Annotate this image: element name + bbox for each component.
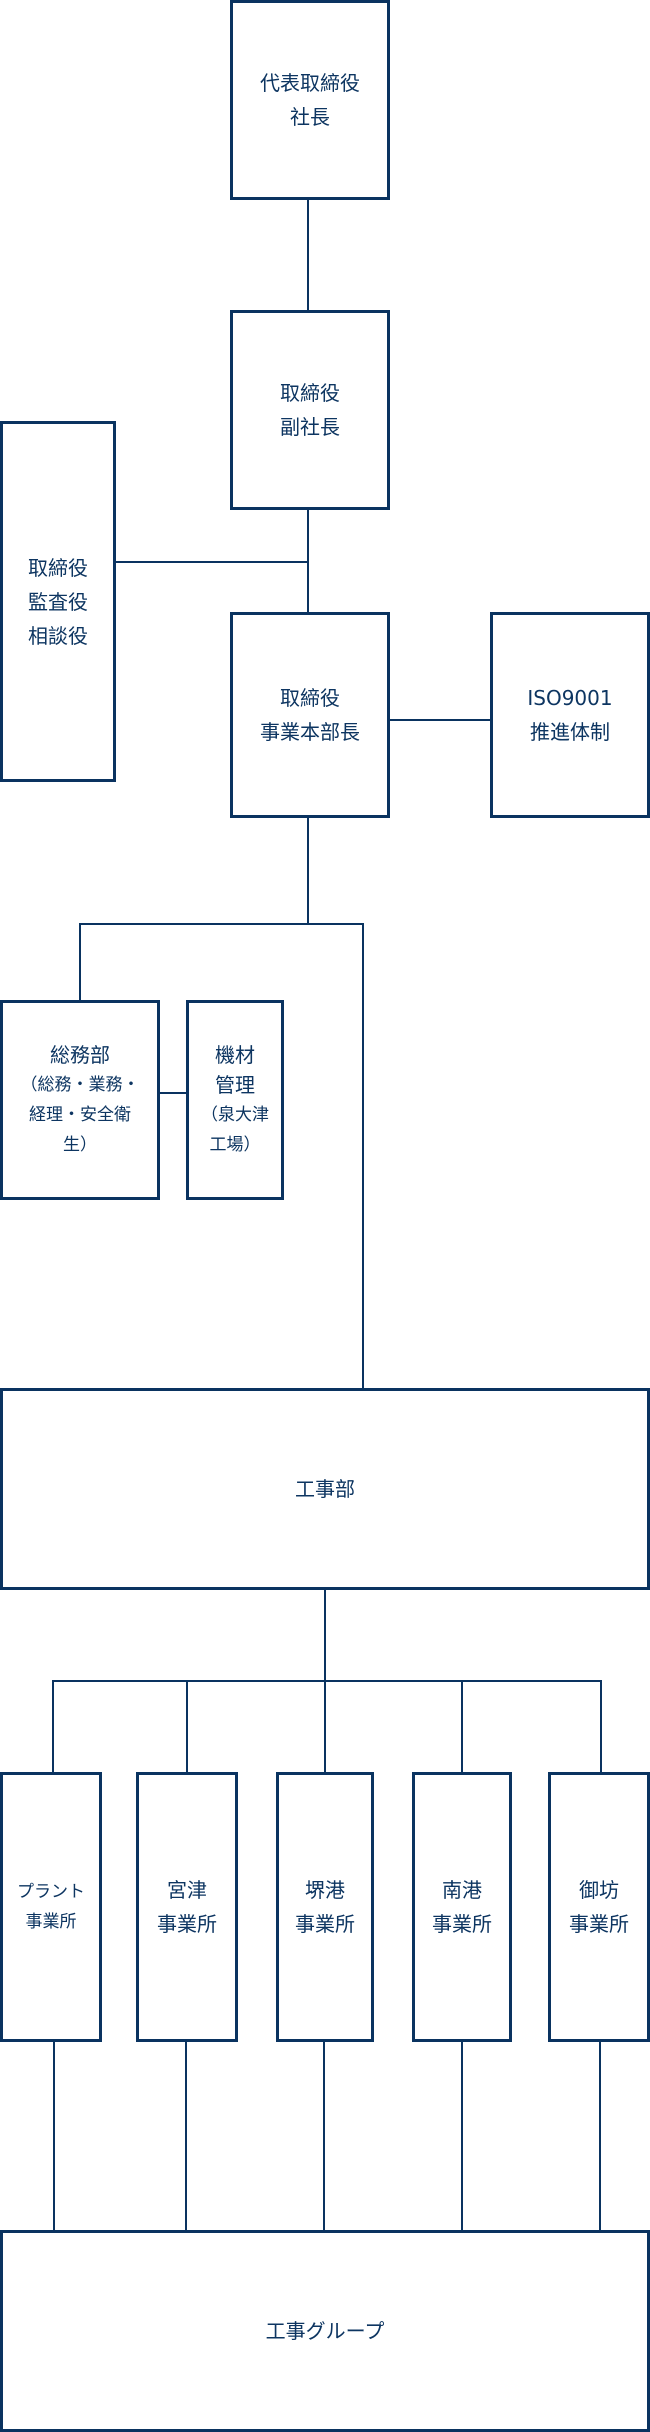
connector-offices-horizontal — [52, 1680, 602, 1682]
connector-branch-horizontal — [79, 923, 364, 925]
node-label: 総務部 — [50, 1043, 110, 1067]
node-label: 工事グループ — [265, 2319, 385, 2343]
node-construction: 工事部 — [0, 1388, 650, 1590]
connector-office-5-bottom — [599, 2041, 601, 2231]
node-label: ISO9001 推進体制 — [527, 686, 613, 744]
node-label: 機材 管理 — [215, 1043, 255, 1097]
node-label: 取締役 事業本部長 — [260, 686, 360, 744]
connector-construction-down — [324, 1589, 326, 1682]
node-general-affairs: 総務部 （総務・業務・ 経理・安全衛 生） — [0, 1000, 160, 1200]
node-label: プラント 事業所 — [17, 1882, 85, 1932]
node-iso9001: ISO9001 推進体制 — [490, 612, 650, 818]
connector-office-3-bottom — [323, 2041, 325, 2231]
connector-to-general-affairs — [79, 923, 81, 1001]
node-office-gobo: 御坊 事業所 — [548, 1772, 650, 2042]
node-business-head: 取締役 事業本部長 — [230, 612, 390, 818]
connector-to-construction — [362, 923, 364, 1389]
node-auditor: 取締役 監査役 相談役 — [0, 421, 116, 782]
node-equipment: 機材 管理 （泉大津 工場） — [186, 1000, 284, 1200]
node-label: 取締役 副社長 — [280, 381, 340, 439]
connector-office-5-top — [600, 1680, 602, 1773]
connector-office-4-bottom — [461, 2041, 463, 2231]
node-label: 御坊 事業所 — [569, 1878, 629, 1936]
node-label: 取締役 監査役 相談役 — [28, 555, 88, 648]
node-office-sakaiko: 堺港 事業所 — [276, 1772, 374, 2042]
node-label: 工事部 — [295, 1477, 355, 1501]
connector-office-1-top — [52, 1680, 54, 1773]
node-sublabel: （泉大津 工場） — [201, 1105, 269, 1155]
node-vice-president: 取締役 副社長 — [230, 310, 390, 510]
connector-office-1-bottom — [53, 2041, 55, 2231]
connector-auditor — [115, 561, 309, 563]
connector-office-3-top — [324, 1680, 326, 1773]
connector-office-4-top — [461, 1680, 463, 1773]
connector-president-vp — [307, 199, 309, 310]
node-label: 宮津 事業所 — [157, 1878, 217, 1936]
connector-office-2-bottom — [185, 2041, 187, 2231]
node-label: 堺港 事業所 — [295, 1878, 355, 1936]
connector-ga-equipment — [159, 1092, 186, 1094]
connector-head-down — [307, 817, 309, 925]
node-president: 代表取締役 社長 — [230, 0, 390, 200]
node-office-miyazu: 宮津 事業所 — [136, 1772, 238, 2042]
node-office-plant: プラント 事業所 — [0, 1772, 102, 2042]
node-sublabel: （総務・業務・ 経理・安全衛 生） — [20, 1075, 140, 1155]
node-label: 南港 事業所 — [432, 1878, 492, 1936]
node-label: 代表取締役 社長 — [260, 71, 360, 129]
node-construction-group: 工事グループ — [0, 2230, 650, 2432]
node-office-nanko: 南港 事業所 — [412, 1772, 512, 2042]
connector-office-2-top — [186, 1680, 188, 1773]
connector-iso — [390, 719, 491, 721]
